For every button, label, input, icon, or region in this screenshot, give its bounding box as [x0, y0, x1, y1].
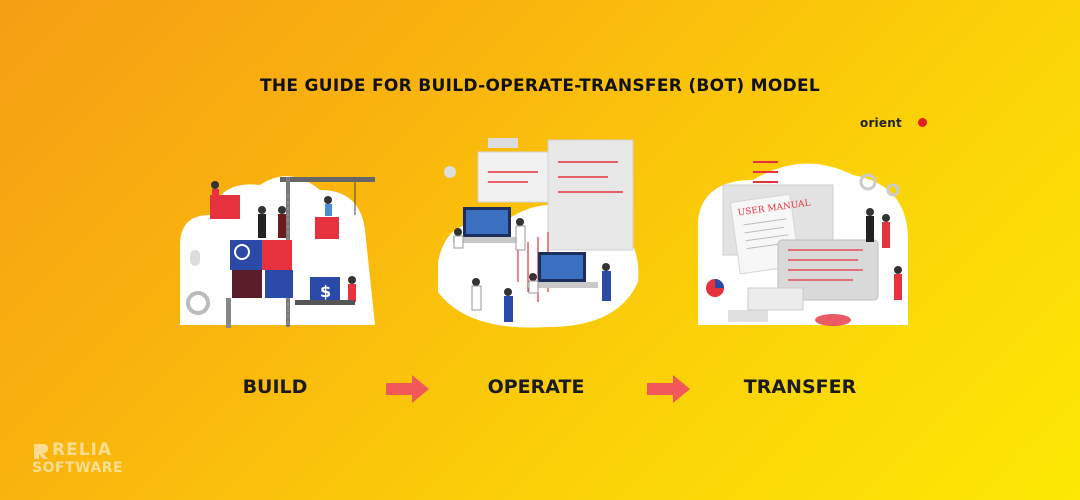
relia-logo-icon	[34, 444, 48, 459]
brand-logo-text: orient	[860, 116, 902, 130]
watermark-line-2: SOFTWARE	[32, 460, 124, 476]
build-illustration: $	[180, 176, 375, 328]
relia-software-watermark: RELIA SOFTWARE	[32, 440, 142, 480]
step-label-build: BUILD	[242, 376, 308, 398]
brand-logo-dot	[918, 118, 927, 127]
watermark-line-1: RELIA	[52, 440, 113, 460]
step-label-transfer: TRANSFER	[743, 376, 857, 398]
arrow-build-to-operate-icon	[386, 375, 429, 403]
operate-illustration	[438, 138, 639, 328]
step-label-operate: OPERATE	[487, 376, 585, 398]
svg-text:$: $	[320, 282, 331, 301]
page-title: THE GUIDE FOR BUILD-OPERATE-TRANSFER (BO…	[259, 76, 821, 96]
arrow-operate-to-transfer-icon	[647, 375, 690, 403]
transfer-illustration: USER MANUAL	[698, 161, 908, 326]
